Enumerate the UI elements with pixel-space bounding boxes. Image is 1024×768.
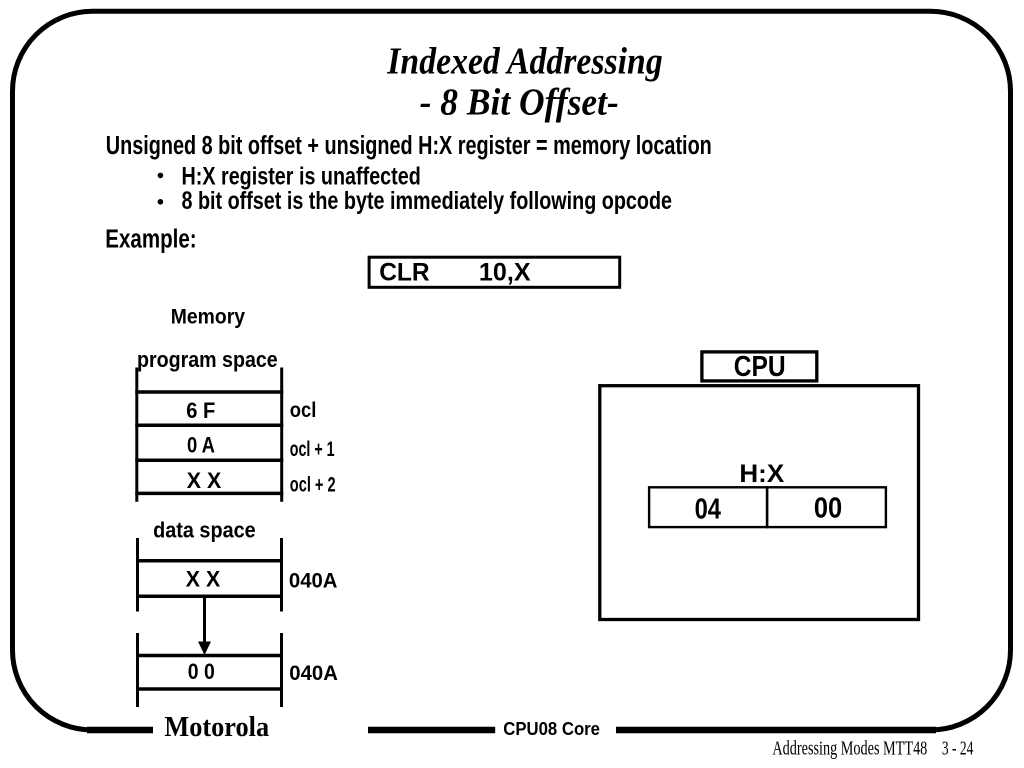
svg-text:Memory: Memory xyxy=(171,306,245,329)
svg-text:Addressing Modes MTT48: Addressing Modes MTT48 xyxy=(772,738,927,760)
svg-text:Indexed Addressing: Indexed Addressing xyxy=(386,41,662,83)
svg-text:04: 04 xyxy=(695,493,722,525)
svg-text:ocl: ocl xyxy=(290,399,317,422)
svg-text:CPU08 Core: CPU08 Core xyxy=(503,719,600,739)
svg-text:X X: X X xyxy=(187,468,221,493)
svg-text:8 bit offset is the byte immed: 8 bit offset is the byte immediately fol… xyxy=(182,187,673,215)
svg-text:ocl + 2: ocl + 2 xyxy=(290,474,336,497)
svg-text:Motorola: Motorola xyxy=(164,712,269,743)
svg-text:040A: 040A xyxy=(289,570,338,593)
svg-text:3 - 24: 3 - 24 xyxy=(942,738,974,760)
svg-text:data space: data space xyxy=(153,518,256,543)
svg-text:6 F: 6 F xyxy=(186,398,215,423)
svg-text:0 A: 0 A xyxy=(187,432,215,457)
svg-text:H:X: H:X xyxy=(739,461,784,488)
svg-text:0 0: 0 0 xyxy=(188,659,215,684)
svg-text:040A: 040A xyxy=(289,662,338,685)
svg-text:H:X register is unaffected: H:X register is unaffected xyxy=(182,162,421,190)
svg-text:00: 00 xyxy=(814,492,842,524)
svg-text:ocl + 1: ocl + 1 xyxy=(290,438,335,461)
svg-text:Unsigned 8 bit offset + unsign: Unsigned 8 bit offset + unsigned H:X reg… xyxy=(106,132,712,160)
svg-text:Example:: Example: xyxy=(105,225,196,253)
svg-text:- 8 Bit Offset-: - 8 Bit Offset- xyxy=(420,82,619,124)
svg-text:X X: X X xyxy=(186,566,220,591)
svg-text:CPU: CPU xyxy=(734,351,786,383)
svg-text:10,X: 10,X xyxy=(479,259,531,287)
svg-text:program space: program space xyxy=(137,347,278,372)
svg-text:CLR: CLR xyxy=(379,259,430,287)
